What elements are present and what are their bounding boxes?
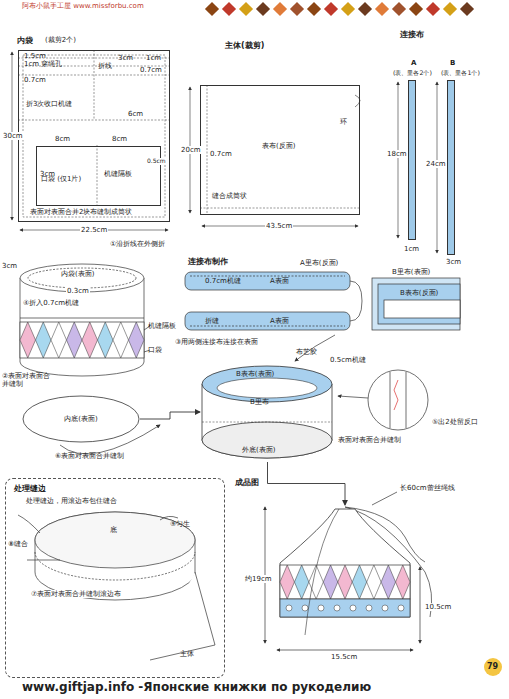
- piece-heading: 主体(裁剪): [225, 41, 264, 50]
- pattern-note: 0.7cm机缝: [205, 277, 241, 285]
- pattern-note: 内袋(表面): [60, 270, 95, 278]
- watermark: www.giftjap.info -Японские книжки по рук…: [22, 681, 371, 695]
- piece-label: (表、里各1个): [441, 69, 480, 76]
- pattern-note: 1cm 穿绳孔: [24, 60, 62, 68]
- pattern-note: 20cm: [180, 146, 202, 154]
- pattern-note: 8cm: [55, 135, 70, 143]
- piece-heading: 处理缝边: [14, 484, 46, 493]
- pattern-note: 6cm: [128, 110, 143, 118]
- pattern-note: A表面: [270, 317, 289, 325]
- pattern-note: ⑧缝合: [8, 540, 28, 548]
- pattern-note: 表面对表面合并2块布缝制成筒状: [30, 208, 132, 216]
- pattern-note: 0.5cm机缝: [330, 356, 366, 364]
- pattern-note: 10.5cm: [424, 603, 452, 611]
- piece-heading: B: [450, 59, 455, 67]
- pattern-note: 折缝: [205, 317, 219, 325]
- piece-label: 处理缝边，用滚边布包住缝合: [26, 497, 117, 505]
- pattern-note: 30cm: [2, 132, 24, 140]
- pattern-note: 口袋: [148, 346, 162, 354]
- piece-label: (裁剪2个): [45, 36, 76, 44]
- pattern-note: 1cm: [146, 54, 161, 62]
- piece-label: B表布(表面): [236, 370, 274, 378]
- pattern-note: 1.5cm: [24, 52, 46, 60]
- pattern-note: 布艺胶: [296, 348, 317, 356]
- pattern-note: 8cm: [112, 135, 127, 143]
- pattern-note: ⑨匀生: [170, 520, 190, 528]
- pattern-note: 22.5cm: [80, 226, 108, 234]
- piece-heading: 成品图: [235, 478, 259, 487]
- pattern-note: 3cm: [2, 262, 17, 270]
- pattern-note: 0.7cm: [24, 76, 46, 84]
- pattern-note: 0.3cm: [66, 287, 90, 295]
- pattern-note: 折3次收口机缝: [26, 100, 72, 108]
- watermark: 阿布小鼠手工屋 www.missforbu.com: [22, 2, 144, 10]
- piece-label: 内底(表面): [64, 415, 97, 423]
- page-number: 79: [487, 662, 498, 671]
- step-panel: 处理缝边处理缝边，用滚边布包住缝合: [5, 478, 225, 678]
- step-arrow: [140, 412, 200, 419]
- pattern-note: 连接布: [400, 30, 424, 39]
- pattern-note: 3cm: [40, 170, 55, 178]
- pattern-note: A表面: [270, 277, 289, 285]
- pattern-note: 0.5cm: [146, 158, 167, 165]
- pattern-note: ①沿折线在外侧折: [110, 240, 165, 248]
- pattern-note: 0.7cm: [210, 150, 232, 158]
- pattern-note: 底: [110, 526, 117, 534]
- piece-heading: A: [411, 59, 416, 67]
- pattern-note: 缝合成筒状: [212, 192, 247, 200]
- pattern-note: 43.5cm: [265, 222, 293, 230]
- piece-heading: 内袋: [17, 36, 33, 45]
- pattern-note: 长60cm蕾丝绳线: [400, 484, 455, 492]
- pattern-note: 机缝隔板: [148, 322, 176, 330]
- pattern-note: ③用两侧连接布连接在表面: [175, 338, 258, 346]
- sewn-part: 成品图: [275, 505, 415, 645]
- pattern-note: 机缝隔板: [104, 170, 132, 178]
- pattern-note: 表布(反面): [262, 142, 295, 150]
- sewn-part: B表布(表面) 外底(表面): [200, 362, 335, 462]
- step-arrow: [268, 462, 346, 505]
- pattern-note: 3cm: [446, 258, 461, 266]
- pattern-note: ②表面对表面合并缝制: [2, 372, 54, 388]
- pattern-note: A里布(反面): [300, 259, 338, 267]
- pattern-note: 环: [340, 118, 347, 126]
- pattern-note: 连接布制作: [188, 257, 228, 266]
- sewn-part: 内底(表面): [22, 395, 140, 443]
- pattern-note: ⑦表面对表面合并缝制滚边布: [30, 590, 122, 598]
- part-outline: [275, 505, 415, 645]
- pattern-piece: A(表、里各2个): [408, 80, 416, 240]
- pattern-note: B里布(表面): [392, 268, 430, 276]
- pattern-note: 3cm: [118, 54, 133, 62]
- pattern-note: 0.7cm: [140, 66, 162, 74]
- pattern-note: ⑤出2处留反口: [432, 418, 478, 426]
- pattern-piece: B(表、里各1个): [447, 80, 455, 255]
- pattern-note: 15.5cm: [330, 653, 358, 661]
- piece-label: (表、里各2个): [393, 69, 432, 76]
- pattern-note: B表布(反面): [400, 289, 438, 297]
- pattern-note: 主体: [180, 650, 194, 658]
- pattern-note: 表面对表面合并缝制: [338, 436, 401, 444]
- pattern-note: 24cm: [425, 160, 447, 168]
- pattern-note: 折线: [98, 62, 112, 70]
- pattern-note: ④折入0.7cm机缝: [22, 299, 80, 307]
- piece-label: 外底(表面): [242, 446, 275, 454]
- pattern-note: ⑥表面对表面合并缝制: [55, 452, 124, 460]
- pattern-note: 18cm: [386, 150, 408, 158]
- pattern-note: B里布: [250, 398, 269, 406]
- pattern-note: 1cm: [404, 245, 419, 253]
- pattern-note: 约19cm: [244, 575, 273, 583]
- pattern-piece: 内袋(裁剪2个)口袋 (仅1片): [18, 50, 170, 222]
